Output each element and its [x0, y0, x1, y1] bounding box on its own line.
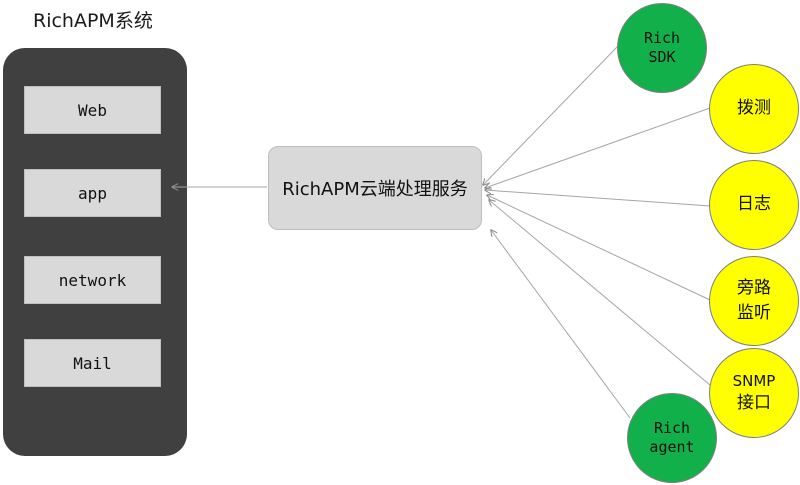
source-line1: 拨测	[737, 98, 771, 119]
source-line1: SNMP	[732, 371, 776, 390]
snmp-to-hub-arrow	[489, 200, 711, 386]
module-mail[interactable]: Mail	[24, 339, 161, 387]
source-line1: 旁路	[737, 277, 771, 298]
source-line1: 日志	[737, 194, 771, 215]
system-title: RichAPM系统	[33, 10, 153, 32]
source-log[interactable]: 日志	[709, 160, 799, 250]
source-line1: Rich	[653, 419, 691, 438]
source-line2: 监听	[737, 303, 771, 323]
source-line2: agent	[649, 438, 695, 456]
source-bypass-listen[interactable]: 旁路 监听	[709, 256, 799, 346]
module-web[interactable]: Web	[24, 86, 161, 134]
probe-to-hub-arrow	[485, 107, 711, 188]
source-line1: Rich	[643, 29, 681, 48]
source-line2: SDK	[648, 48, 676, 66]
log-to-hub-arrow	[485, 190, 711, 207]
module-app[interactable]: app	[24, 169, 161, 217]
agent-to-hub-arrow	[491, 230, 631, 419]
source-rich-agent[interactable]: Rich agent	[627, 393, 717, 483]
sdk-to-hub-arrow	[483, 45, 619, 185]
source-rich-sdk[interactable]: Rich SDK	[617, 3, 707, 93]
cloud-processing-service[interactable]: RichAPM云端处理服务	[268, 146, 482, 230]
source-probe[interactable]: 拨测	[709, 64, 799, 154]
source-line2: 接口	[736, 393, 771, 414]
source-snmp[interactable]: SNMP 接口	[709, 348, 799, 438]
bypass-to-hub-arrow	[487, 195, 711, 301]
module-network[interactable]: network	[24, 256, 161, 304]
